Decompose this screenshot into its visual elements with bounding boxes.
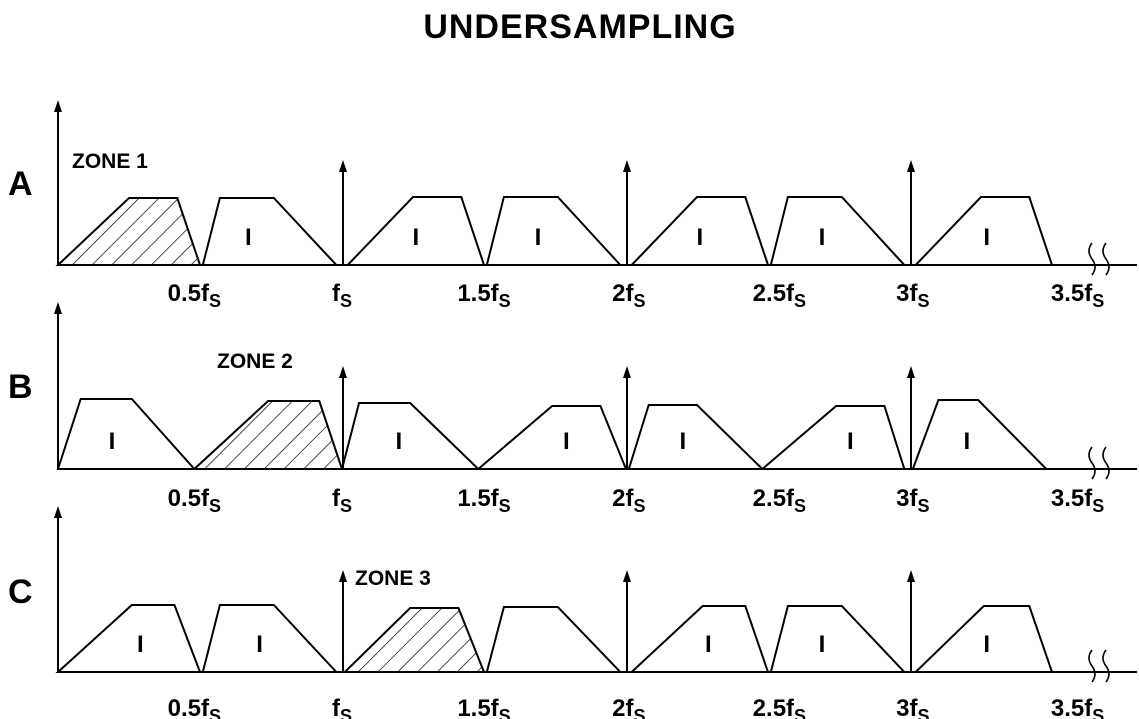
- sampling-impulse-arrowhead: [339, 366, 347, 378]
- sampling-impulse-arrowhead: [623, 366, 631, 378]
- axis-tick-label: 0.5fS: [168, 280, 221, 311]
- image-label: I: [137, 631, 144, 658]
- image-label: I: [679, 428, 686, 455]
- axis-tick-label: 2fS: [612, 695, 645, 719]
- y-axis-arrowhead: [54, 302, 62, 314]
- axis-break-symbol: [1088, 446, 1096, 480]
- image-label: I: [109, 428, 116, 455]
- axis-tick-label: 0.5fS: [168, 485, 221, 516]
- image-band: [769, 605, 907, 673]
- image-band: [627, 404, 765, 470]
- image-band: [201, 197, 339, 266]
- image-label: I: [256, 631, 263, 658]
- axis-tick-label: fS: [332, 485, 352, 516]
- image-label: I: [847, 428, 854, 455]
- sampling-impulse-arrowhead: [339, 160, 347, 172]
- image-band: [911, 399, 1049, 470]
- image-label: I: [413, 224, 420, 251]
- axis-tick-label: 2fS: [612, 485, 645, 516]
- image-band: [485, 196, 623, 266]
- y-axis-arrowhead: [54, 100, 62, 112]
- axis-break-symbol: [1102, 649, 1110, 683]
- diagram-title: UNDERSAMPLING: [423, 8, 737, 46]
- axis-tick-label: 3.5fS: [1051, 280, 1104, 311]
- signal-band-hatched: [55, 197, 202, 266]
- sampling-impulse-arrowhead: [339, 570, 347, 582]
- panel-letter-a: A: [8, 165, 33, 203]
- axis-break-symbol: [1088, 242, 1096, 276]
- axis-tick-label: fS: [332, 695, 352, 719]
- image-band: [55, 604, 202, 673]
- zone-label: ZONE 2: [217, 350, 293, 373]
- image-label: I: [697, 224, 704, 251]
- axis-tick-label: 1.5fS: [457, 280, 510, 311]
- image-band: [759, 405, 906, 470]
- image-band: [56, 398, 197, 470]
- image-label: I: [983, 224, 990, 251]
- image-band: [913, 605, 1054, 673]
- axis-tick-label: 2.5fS: [753, 280, 806, 311]
- axis-break-symbol: [1088, 649, 1096, 683]
- sampling-impulse-arrowhead: [907, 570, 915, 582]
- axis-tick-label: 3fS: [896, 695, 929, 719]
- sampling-impulse-arrowhead: [907, 366, 915, 378]
- sampling-impulse-arrowhead: [907, 160, 915, 172]
- signal-band-hatched: [342, 607, 486, 673]
- axis-tick-label: 3fS: [896, 280, 929, 311]
- zone-label: ZONE 1: [72, 150, 148, 173]
- axis-tick-label: 3fS: [896, 485, 929, 516]
- image-label: I: [705, 631, 712, 658]
- axis-tick-label: 0.5fS: [168, 695, 221, 719]
- axis-tick-label: 1.5fS: [457, 695, 510, 719]
- sampling-impulse-arrowhead: [623, 570, 631, 582]
- image-label: I: [535, 224, 542, 251]
- panel-a: A ZONE 1 I I I I I I 0.5fS fS 1.5fS 2fS 2.5fS 3fS 3.5f…: [8, 100, 1137, 311]
- y-axis-arrowhead: [54, 506, 62, 518]
- image-band: [629, 196, 770, 266]
- signal-band-hatched: [191, 400, 344, 470]
- panel-b: B ZONE 2 I I I I I I 0.5fS fS 1.5fS 2fS 2.5fS 3fS 3.5f…: [8, 302, 1137, 516]
- sampling-impulse-arrowhead: [623, 160, 631, 172]
- axis-tick-label: 2.5fS: [753, 695, 806, 719]
- panel-c: C ZONE 3 I I I I I 0.5fS fS 1.5fS 2fS 2.5fS 3fS 3.5fS: [8, 506, 1137, 719]
- image-band: [475, 405, 628, 470]
- axis-tick-label: 3.5fS: [1051, 485, 1104, 516]
- image-band: [913, 196, 1054, 266]
- image-band: [485, 606, 623, 673]
- axis-break-symbol: [1102, 446, 1110, 480]
- image-label: I: [963, 428, 970, 455]
- image-label: I: [819, 224, 826, 251]
- zone-label: ZONE 3: [355, 567, 431, 590]
- image-label: I: [819, 631, 826, 658]
- panel-letter-c: C: [8, 573, 33, 611]
- image-band: [629, 605, 770, 673]
- image-label: I: [245, 224, 252, 251]
- axis-tick-label: 2fS: [612, 280, 645, 311]
- image-band: [769, 196, 907, 266]
- image-label: I: [395, 428, 402, 455]
- axis-tick-label: 1.5fS: [457, 485, 510, 516]
- panel-letter-b: B: [8, 368, 33, 406]
- image-band: [340, 402, 481, 470]
- axis-tick-label: 2.5fS: [753, 485, 806, 516]
- image-label: I: [563, 428, 570, 455]
- image-band: [345, 196, 486, 266]
- image-label: I: [983, 631, 990, 658]
- axis-tick-label: fS: [332, 280, 352, 311]
- image-band: [201, 604, 339, 673]
- axis-tick-label: 3.5fS: [1051, 695, 1104, 719]
- axis-break-symbol: [1102, 242, 1110, 276]
